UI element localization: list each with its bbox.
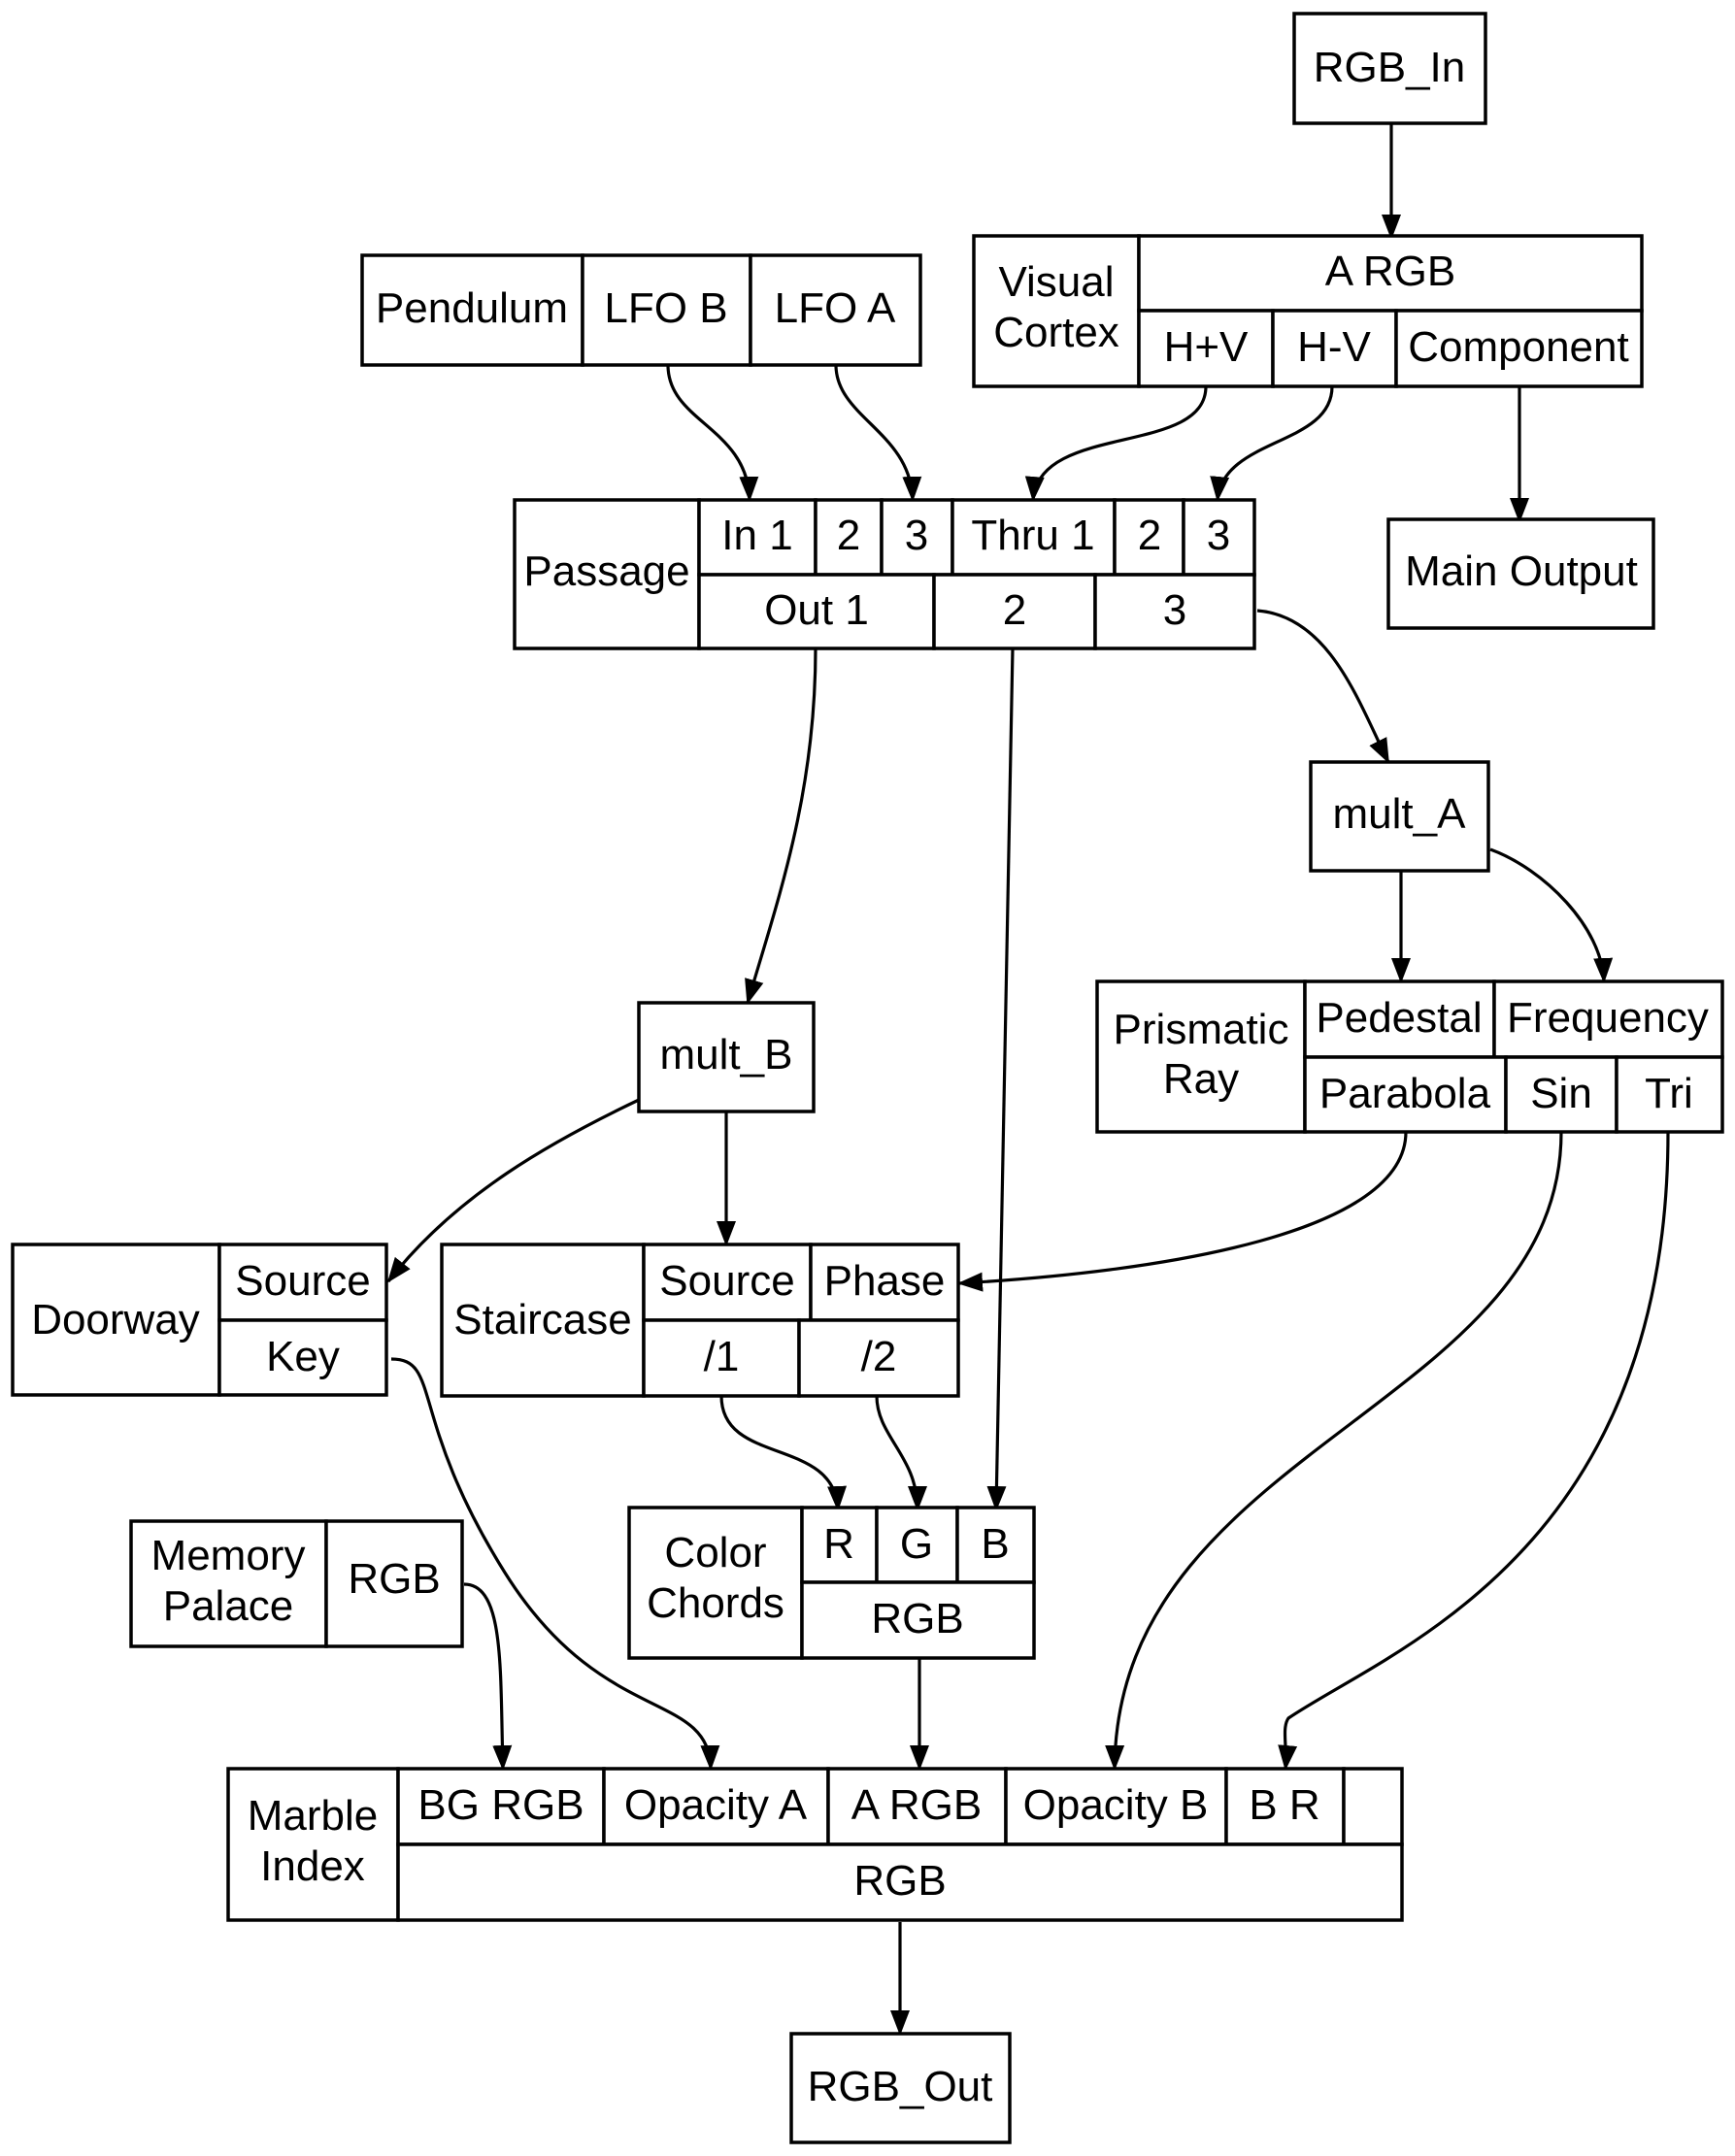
edge-multa-to-frequency <box>1489 847 1614 983</box>
edge-hminusv-to-passage-thru3 <box>1210 385 1334 502</box>
prismatic-ray-port-sin[interactable]: Sin <box>1530 1070 1592 1117</box>
edges <box>386 123 1670 2036</box>
mult-b-label: mult_B <box>660 1031 793 1078</box>
color-chords-port-g[interactable]: G <box>900 1520 933 1568</box>
pendulum-port-lfo-b[interactable]: LFO B <box>604 284 727 332</box>
memory-palace-title-line2: Palace <box>163 1582 294 1630</box>
visual-cortex-title-line2: Cortex <box>993 309 1119 356</box>
node-mult-b[interactable]: mult_B <box>637 1001 816 1113</box>
prismatic-ray-title-line2: Ray <box>1163 1055 1239 1103</box>
color-chords-port-r[interactable]: R <box>823 1520 854 1568</box>
marble-index-port-a-rgb[interactable]: A RGB <box>851 1781 983 1829</box>
passage-port-thru-3[interactable]: 3 <box>1207 512 1230 559</box>
marble-index-port-opacity-a[interactable]: Opacity A <box>624 1781 808 1829</box>
passage-title: Passage <box>523 547 689 595</box>
passage-port-out-3[interactable]: 3 <box>1163 586 1186 634</box>
pendulum-title: Pendulum <box>376 284 568 332</box>
marble-index-port-rgb[interactable]: RGB <box>853 1857 946 1905</box>
edge-parabola-to-staircase-phase <box>957 1131 1408 1292</box>
color-chords-title-line1: Color <box>664 1529 766 1576</box>
node-color-chords[interactable]: Color Chords R G B RGB <box>627 1506 1036 1660</box>
edge-lfob-to-passage-in1 <box>666 364 759 502</box>
marble-index-port-b-r[interactable]: B R <box>1249 1781 1319 1829</box>
prismatic-ray-port-frequency[interactable]: Frequency <box>1507 994 1709 1042</box>
edge-out1-to-mult-b <box>745 647 817 1005</box>
visual-cortex-port-h-plus-v[interactable]: H+V <box>1164 323 1249 371</box>
marble-index-title-line2: Index <box>260 1842 365 1890</box>
color-chords-port-rgb[interactable]: RGB <box>871 1595 963 1642</box>
staircase-port-source[interactable]: Source <box>659 1257 794 1305</box>
edge-sin-to-marble-opacityb <box>1105 1131 1563 1771</box>
node-doorway[interactable]: Doorway Source Key <box>11 1243 388 1397</box>
passage-port-in-1[interactable]: In 1 <box>721 512 792 559</box>
memory-palace-port-rgb[interactable]: RGB <box>348 1555 440 1603</box>
staircase-port-phase[interactable]: Phase <box>824 1257 946 1305</box>
memory-palace-title-line1: Memory <box>151 1532 306 1579</box>
passage-port-in-2[interactable]: 2 <box>837 512 860 559</box>
passage-port-out-2[interactable]: 2 <box>1003 586 1026 634</box>
visual-cortex-port-component[interactable]: Component <box>1408 323 1628 371</box>
color-chords-title-line2: Chords <box>647 1579 784 1627</box>
marble-index-title-line1: Marble <box>248 1792 379 1840</box>
node-prismatic-ray[interactable]: Prismatic Ray Pedestal Frequency Parabol… <box>1095 979 1724 1134</box>
node-rgb-in[interactable]: RGB_In <box>1292 12 1487 125</box>
node-passage[interactable]: Passage In 1 2 3 Thru 1 2 3 Out 1 2 3 <box>513 498 1256 650</box>
node-pendulum[interactable]: Pendulum LFO B LFO A <box>360 253 922 367</box>
passage-port-out-1[interactable]: Out 1 <box>764 586 869 634</box>
passage-port-thru-1[interactable]: Thru 1 <box>971 512 1094 559</box>
rgb-in-label: RGB_In <box>1314 44 1466 91</box>
mult-a-label: mult_A <box>1333 790 1467 838</box>
node-rgb-out[interactable]: RGB_Out <box>789 2032 1012 2144</box>
visual-cortex-port-a-rgb[interactable]: A RGB <box>1325 248 1456 295</box>
color-chords-port-b[interactable]: B <box>981 1520 1009 1568</box>
node-main-output[interactable]: Main Output <box>1386 517 1655 630</box>
node-mult-a[interactable]: mult_A <box>1309 760 1490 873</box>
prismatic-ray-port-pedestal[interactable]: Pedestal <box>1316 994 1482 1042</box>
staircase-title: Staircase <box>453 1296 631 1343</box>
edge-multb-to-doorway-source <box>386 1098 640 1283</box>
prismatic-ray-port-tri[interactable]: Tri <box>1645 1070 1693 1117</box>
pendulum-port-lfo-a[interactable]: LFO A <box>775 284 896 332</box>
edge-div1-to-colorchords-r <box>719 1395 847 1511</box>
prismatic-ray-title-line1: Prismatic <box>1114 1006 1289 1053</box>
staircase-port-div-2[interactable]: /2 <box>861 1333 897 1380</box>
visual-cortex-title-line1: Visual <box>998 258 1114 306</box>
passage-port-in-3[interactable]: 3 <box>905 512 928 559</box>
edge-div2-to-colorchords-g <box>875 1395 927 1511</box>
doorway-port-source[interactable]: Source <box>235 1257 370 1305</box>
staircase-port-div-1[interactable]: /1 <box>704 1333 740 1380</box>
node-marble-index[interactable]: Marble Index BG RGB Opacity A A RGB Opac… <box>226 1767 1404 1922</box>
marble-index-port-opacity-b[interactable]: Opacity B <box>1023 1781 1209 1829</box>
passage-port-thru-2[interactable]: 2 <box>1138 512 1161 559</box>
edge-memory-to-marble-bgrgb <box>463 1582 513 1771</box>
visual-cortex-port-h-minus-v[interactable]: H-V <box>1297 323 1371 371</box>
rgb-out-label: RGB_Out <box>808 2063 993 2110</box>
doorway-port-key[interactable]: Key <box>266 1333 340 1380</box>
edge-out2-to-colorchords-b <box>986 647 1015 1511</box>
edge-out3-to-mult-a <box>1256 609 1390 764</box>
main-output-label: Main Output <box>1405 547 1638 595</box>
edge-key-to-marble-opacitya <box>390 1357 720 1771</box>
edge-tri-to-marble-br <box>1278 1131 1670 1771</box>
node-staircase[interactable]: Staircase Source Phase /1 /2 <box>440 1243 960 1398</box>
node-memory-palace[interactable]: Memory Palace RGB <box>129 1519 464 1648</box>
edge-lfoa-to-passage-in3 <box>834 364 922 502</box>
edge-hplusv-to-passage-thru1 <box>1024 385 1208 502</box>
doorway-title: Doorway <box>31 1296 200 1343</box>
node-visual-cortex[interactable]: Visual Cortex A RGB H+V H-V Component <box>972 234 1644 388</box>
prismatic-ray-port-parabola[interactable]: Parabola <box>1319 1070 1491 1117</box>
marble-index-port-bg-rgb[interactable]: BG RGB <box>417 1781 584 1829</box>
